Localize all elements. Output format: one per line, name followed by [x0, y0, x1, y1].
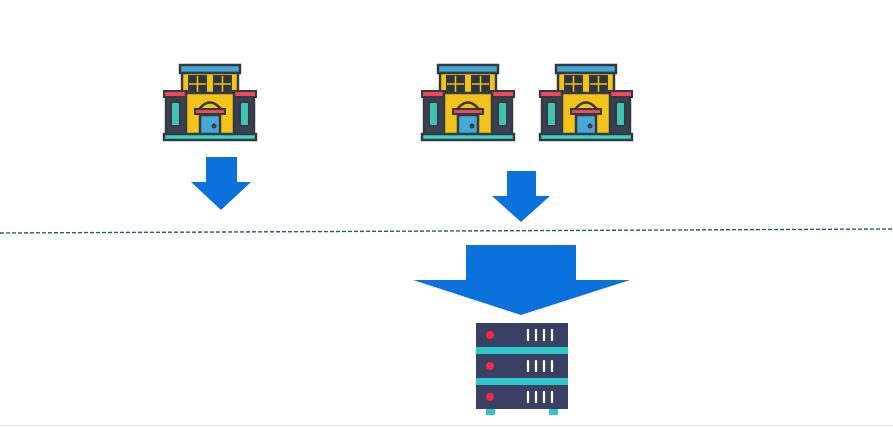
server-rack-icon — [474, 321, 570, 417]
arrow-down-icon — [413, 245, 630, 315]
storefront-icon — [538, 63, 634, 142]
arrow-down-icon — [191, 157, 251, 210]
bottom-divider — [0, 425, 893, 426]
arrow-down-icon — [492, 171, 550, 222]
boundary-line — [0, 228, 893, 234]
storefront-icon — [162, 63, 258, 142]
storefront-icon — [420, 63, 516, 142]
